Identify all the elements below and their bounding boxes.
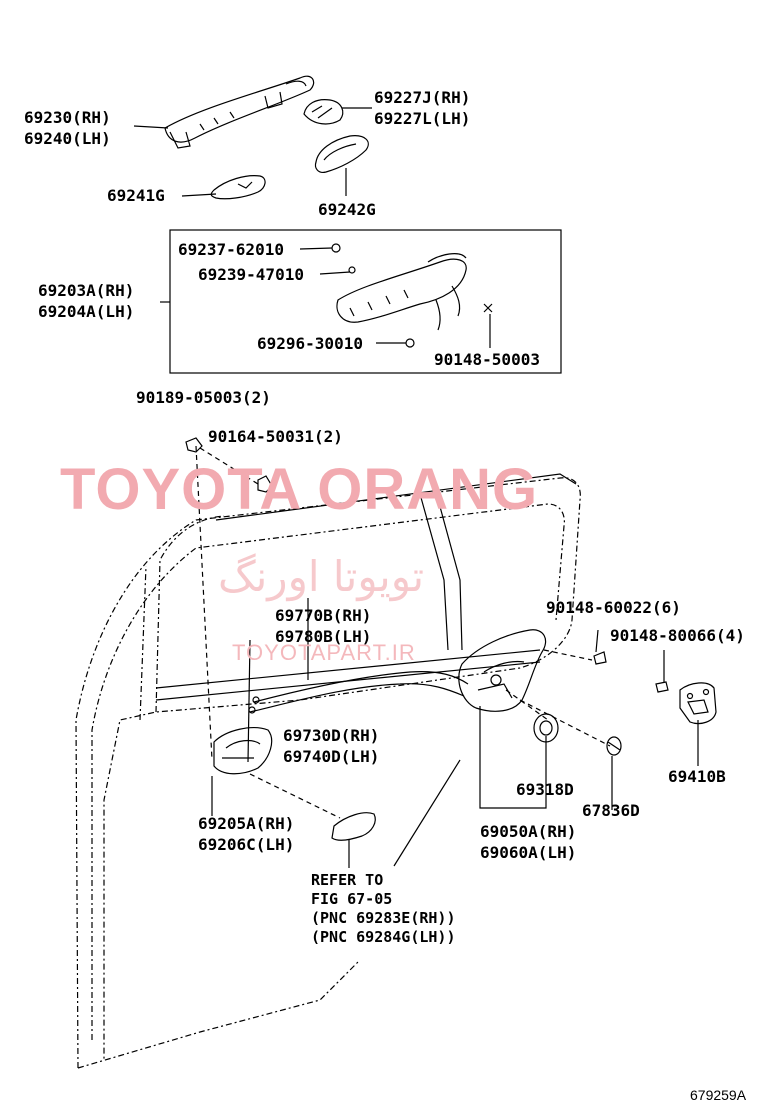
pad-69242g-drawing	[314, 135, 369, 173]
pad-69241g-drawing	[210, 175, 266, 200]
label-69060a-lh: 69060A(LH)	[480, 843, 577, 862]
label-69240-lh: 69240(LH)	[24, 129, 111, 148]
outer-door-handle-drawing	[164, 75, 315, 149]
watermark-persian: تویوتا اورنگ	[218, 552, 425, 601]
handle-cover-drawing	[303, 99, 344, 125]
clip-parts	[185, 437, 669, 693]
figure-number: 679259A	[690, 1087, 747, 1103]
label-69242g: 69242G	[318, 200, 376, 219]
label-69237-62010: 69237-62010	[178, 240, 284, 259]
dashed-guide-lines	[195, 445, 611, 819]
label-69227l-lh: 69227L(LH)	[374, 109, 471, 128]
label-69050a-rh: 69050A(RH)	[480, 822, 577, 841]
label-69205a-rh: 69205A(RH)	[198, 814, 295, 833]
cable-assembly-drawing	[248, 671, 469, 714]
ref-part-drawing	[331, 812, 376, 841]
label-90148-60022: 90148-60022(6)	[546, 598, 681, 617]
door-lock-drawing	[458, 629, 547, 712]
label-69206c-lh: 69206C(LH)	[198, 835, 295, 854]
handle-frame-drawing	[331, 243, 493, 348]
refer-note-line-4: (PNC 69284G(LH))	[311, 928, 456, 946]
label-69230-rh: 69230(RH)	[24, 108, 111, 127]
label-69730d-rh: 69730D(RH)	[283, 726, 380, 745]
refer-note-line-3: (PNC 69283E(RH))	[311, 909, 456, 927]
leader-lines	[133, 107, 699, 868]
striker-drawing	[679, 682, 717, 725]
refer-note-line-1: REFER TO	[311, 871, 384, 889]
label-69296-30010: 69296-30010	[257, 334, 363, 353]
label-90148-50003: 90148-50003	[434, 350, 540, 369]
label-90164-50031: 90164-50031(2)	[208, 427, 343, 446]
label-69239-47010: 69239-47010	[198, 265, 304, 284]
label-69410b: 69410B	[668, 767, 726, 786]
label-69203a-rh: 69203A(RH)	[38, 281, 135, 300]
label-69770b-rh: 69770B(RH)	[275, 606, 372, 625]
label-69241g: 69241G	[107, 186, 165, 205]
grommet-69318d-drawing	[533, 713, 559, 743]
label-67836d: 67836D	[582, 801, 640, 820]
label-90148-80066: 90148-80066(4)	[610, 626, 745, 645]
door-outline-drawing	[75, 477, 581, 1069]
label-90189-05003: 90189-05003(2)	[136, 388, 271, 407]
cap-67836d-drawing	[606, 736, 622, 756]
watermark-url: TOYOTAPART.IR	[232, 640, 416, 665]
label-69318d: 69318D	[516, 780, 574, 799]
label-69740d-lh: 69740D(LH)	[283, 747, 380, 766]
label-69227j-rh: 69227J(RH)	[374, 88, 471, 107]
watermark-brand: TOYOTA ORANG	[60, 457, 539, 522]
label-69204a-lh: 69204A(LH)	[38, 302, 135, 321]
inside-handle-drawing	[213, 727, 273, 775]
label-69780b-lh: 69780B(LH)	[275, 627, 372, 646]
refer-note-line-2: FIG 67-05	[311, 890, 393, 908]
